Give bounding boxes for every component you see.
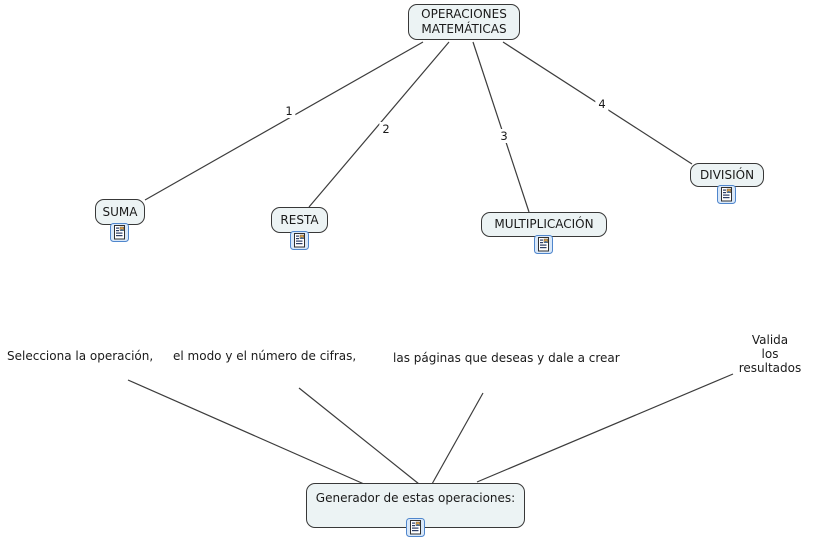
document-with-image-icon (290, 231, 309, 250)
phrase-el-modo-y-numero-de-cifras[interactable]: el modo y el número de cifras, (173, 349, 357, 363)
connector-line-paginas-generador[interactable] (431, 392, 484, 485)
resource-link-icon-multiplicacion[interactable] (534, 235, 553, 254)
concept-node-multiplicacion[interactable]: MULTIPLICACIÓN (481, 212, 607, 237)
concept-label: DIVISIÓN (699, 167, 755, 182)
concept-label: OPERACIONES MATEMÁTICAS (421, 7, 507, 36)
document-with-image-icon (534, 235, 553, 254)
connector-line-root-suma[interactable] (144, 41, 424, 201)
concept-node-division[interactable]: DIVISIÓN (690, 163, 764, 187)
phrase-las-paginas-que-deseas[interactable]: las páginas que deseas y dale a crear (393, 351, 620, 365)
link-label-4[interactable]: 4 (595, 97, 609, 111)
link-label-3[interactable]: 3 (497, 129, 511, 143)
connector-line-valida-generador[interactable] (476, 373, 734, 483)
resource-link-icon-suma[interactable] (110, 223, 129, 242)
concept-node-resta[interactable]: RESTA (271, 207, 328, 233)
connector-line-root-resta[interactable] (308, 41, 450, 208)
resource-link-icon-resta[interactable] (290, 231, 309, 250)
connector-line-selecciona-generador[interactable] (127, 379, 365, 485)
link-label-1[interactable]: 1 (282, 104, 296, 118)
concept-node-operaciones-matematicas[interactable]: OPERACIONES MATEMÁTICAS (408, 4, 520, 40)
link-label-2[interactable]: 2 (379, 122, 393, 136)
document-with-image-icon (110, 223, 129, 242)
concept-label: SUMA (102, 204, 138, 219)
resource-link-icon-generador[interactable] (406, 518, 425, 537)
phrase-selecciona-la-operacion[interactable]: Selecciona la operación, (7, 349, 154, 363)
connector-line-root-multiplicacion[interactable] (472, 41, 530, 213)
concept-node-generador[interactable]: Generador de estas operaciones: (306, 483, 525, 528)
concept-label: MULTIPLICACIÓN (494, 217, 594, 231)
document-with-image-icon (717, 185, 736, 204)
phrase-valida-los-resultados[interactable]: Valida los resultados (738, 333, 802, 375)
document-with-image-icon (406, 518, 425, 537)
connector-line-modo-generador[interactable] (298, 387, 420, 485)
concept-label: Generador de estas operaciones: (315, 491, 516, 505)
resource-link-icon-division[interactable] (717, 185, 736, 204)
concept-label: RESTA (280, 212, 319, 227)
concept-node-suma[interactable]: SUMA (95, 199, 145, 225)
